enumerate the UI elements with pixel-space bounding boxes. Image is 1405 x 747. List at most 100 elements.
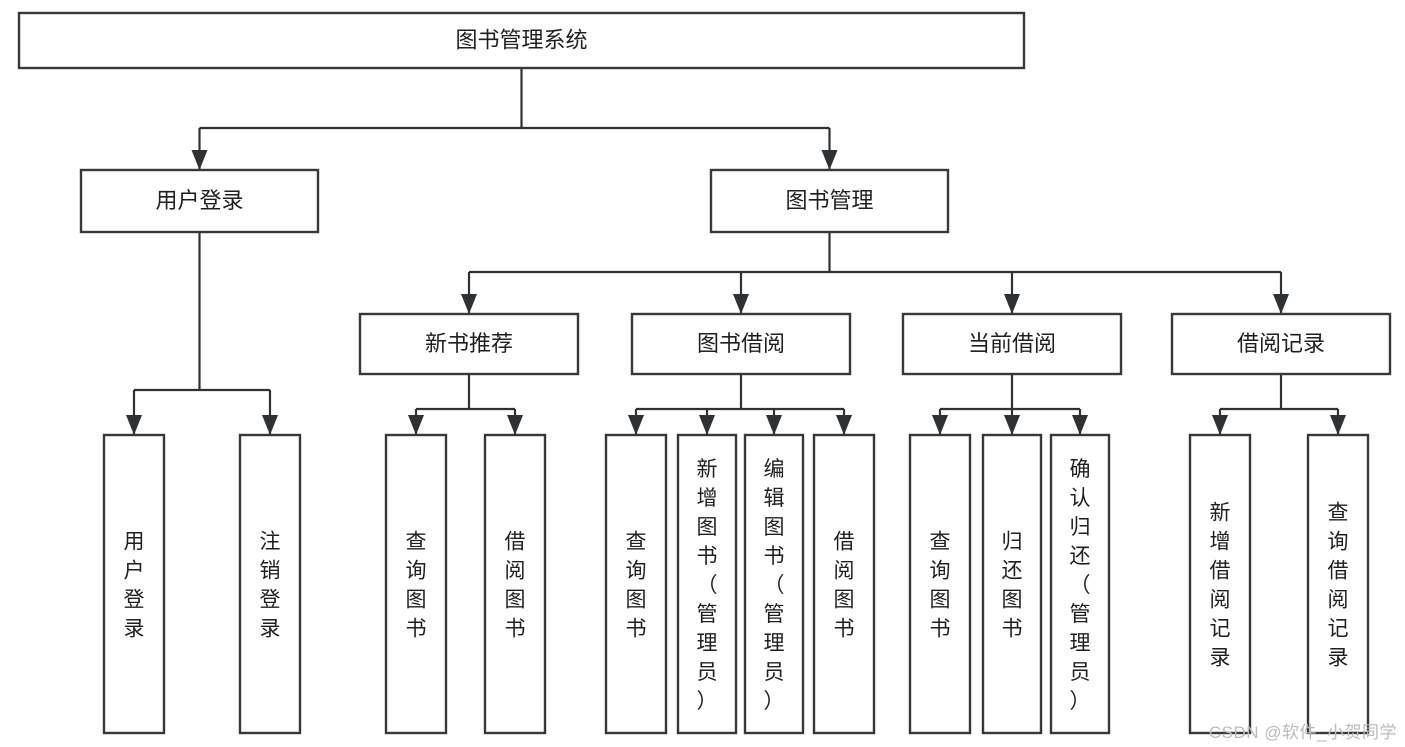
- svg-text:查: 查: [930, 531, 951, 554]
- node-box-new-book-recommend[interactable]: [358, 312, 580, 376]
- svg-text:）: ）: [1070, 690, 1091, 713]
- svg-text:理: 理: [1070, 632, 1091, 655]
- node-book-borrow[interactable]: 图书借阅: [630, 312, 852, 376]
- svg-text:录: 录: [124, 618, 145, 641]
- node-box-current-borrow[interactable]: [901, 312, 1123, 376]
- node-label-root: 图书管理系统: [455, 27, 587, 52]
- node-box-leaf-add-record[interactable]: [1188, 433, 1252, 735]
- node-user-login[interactable]: 用户登录: [79, 168, 320, 234]
- svg-text:归: 归: [1002, 531, 1023, 554]
- svg-text:图: 图: [1002, 589, 1023, 612]
- svg-text:还: 还: [1070, 545, 1091, 568]
- node-box-leaf-confirm-return[interactable]: [1049, 433, 1111, 735]
- node-box-leaf-borrow-book-1[interactable]: [483, 433, 547, 735]
- svg-text:员: 员: [764, 661, 785, 684]
- svg-text:书: 书: [834, 618, 855, 641]
- node-box-leaf-return-book[interactable]: [981, 433, 1043, 735]
- svg-text:查: 查: [1328, 502, 1349, 525]
- svg-text:书: 书: [626, 618, 647, 641]
- node-root[interactable]: 图书管理系统: [17, 11, 1026, 70]
- svg-text:图: 图: [505, 589, 526, 612]
- node-borrow-record[interactable]: 借阅记录: [1170, 312, 1392, 376]
- svg-text:书: 书: [406, 618, 427, 641]
- svg-text:理: 理: [764, 632, 785, 655]
- node-book-manage[interactable]: 图书管理: [709, 168, 950, 234]
- svg-text:阅: 阅: [1328, 589, 1349, 612]
- svg-text:增: 增: [697, 487, 718, 510]
- node-box-borrow-record[interactable]: [1170, 312, 1392, 376]
- node-label-new-book-recommend: 新书推荐: [425, 331, 513, 356]
- svg-text:书: 书: [930, 618, 951, 641]
- svg-text:（: （: [697, 574, 718, 597]
- node-current-borrow[interactable]: 当前借阅: [901, 312, 1123, 376]
- svg-text:询: 询: [626, 560, 647, 583]
- node-new-book-recommend[interactable]: 新书推荐: [358, 312, 580, 376]
- svg-text:（: （: [1070, 574, 1091, 597]
- svg-text:认: 认: [1070, 487, 1091, 510]
- node-label-book-manage: 图书管理: [785, 188, 873, 213]
- node-label-book-borrow: 图书借阅: [697, 331, 785, 356]
- node-box-leaf-borrow-book-2[interactable]: [812, 433, 876, 735]
- node-box-leaf-logout-login[interactable]: [238, 433, 302, 735]
- svg-text:录: 录: [1328, 647, 1349, 670]
- svg-text:借: 借: [834, 531, 855, 554]
- svg-text:询: 询: [930, 560, 951, 583]
- node-leaf-user-login[interactable]: 用户登录: [102, 433, 166, 735]
- svg-text:阅: 阅: [834, 560, 855, 583]
- node-box-leaf-edit-book[interactable]: [743, 433, 805, 735]
- svg-text:确: 确: [1070, 458, 1091, 481]
- node-box-leaf-query-record[interactable]: [1306, 433, 1370, 735]
- connector-e-current-borrow: [932, 374, 1088, 435]
- svg-text:图: 图: [697, 516, 718, 539]
- connector-e-book-manage: [461, 232, 1289, 314]
- svg-text:录: 录: [260, 618, 281, 641]
- node-box-leaf-query-book-1[interactable]: [384, 433, 448, 735]
- svg-text:借: 借: [505, 531, 526, 554]
- svg-text:图: 图: [834, 589, 855, 612]
- node-box-leaf-query-book-3[interactable]: [908, 433, 972, 735]
- svg-text:查: 查: [626, 531, 647, 554]
- svg-text:登: 登: [124, 589, 145, 612]
- svg-text:图: 图: [764, 516, 785, 539]
- node-box-leaf-user-login[interactable]: [102, 433, 166, 735]
- node-box-user-login[interactable]: [79, 168, 320, 234]
- connector-e-borrow-record: [1212, 374, 1346, 435]
- svg-text:书: 书: [764, 545, 785, 568]
- svg-text:查: 查: [406, 531, 427, 554]
- node-box-leaf-query-book-2[interactable]: [604, 433, 668, 735]
- svg-text:图: 图: [930, 589, 951, 612]
- svg-text:询: 询: [406, 560, 427, 583]
- svg-text:增: 增: [1210, 531, 1231, 554]
- node-box-book-borrow[interactable]: [630, 312, 852, 376]
- node-box-leaf-add-book[interactable]: [676, 433, 738, 735]
- svg-text:询: 询: [1328, 531, 1349, 554]
- svg-text:书: 书: [1002, 618, 1023, 641]
- node-box-root[interactable]: [17, 11, 1026, 70]
- node-label-current-borrow: 当前借阅: [968, 331, 1056, 356]
- svg-text:书: 书: [505, 618, 526, 641]
- svg-text:销: 销: [260, 560, 281, 583]
- node-box-book-manage[interactable]: [709, 168, 950, 234]
- svg-text:理: 理: [697, 632, 718, 655]
